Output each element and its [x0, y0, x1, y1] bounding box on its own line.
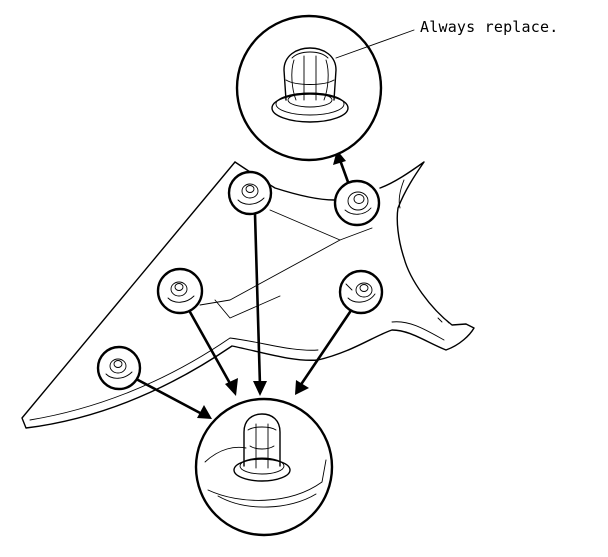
clip-location-top-right: [333, 179, 381, 227]
clip-location-middle-left: [156, 267, 204, 315]
clip-location-top-center: [227, 170, 273, 216]
detail-trim-clip: [194, 397, 334, 537]
always-replace-label: Always replace.: [420, 18, 559, 36]
clip-location-middle-right: [338, 269, 384, 315]
clip-location-lower-left: [96, 345, 142, 391]
trim-panel: [21, 161, 475, 429]
detail-replace-clip: [235, 14, 415, 162]
arrows: [136, 150, 352, 419]
